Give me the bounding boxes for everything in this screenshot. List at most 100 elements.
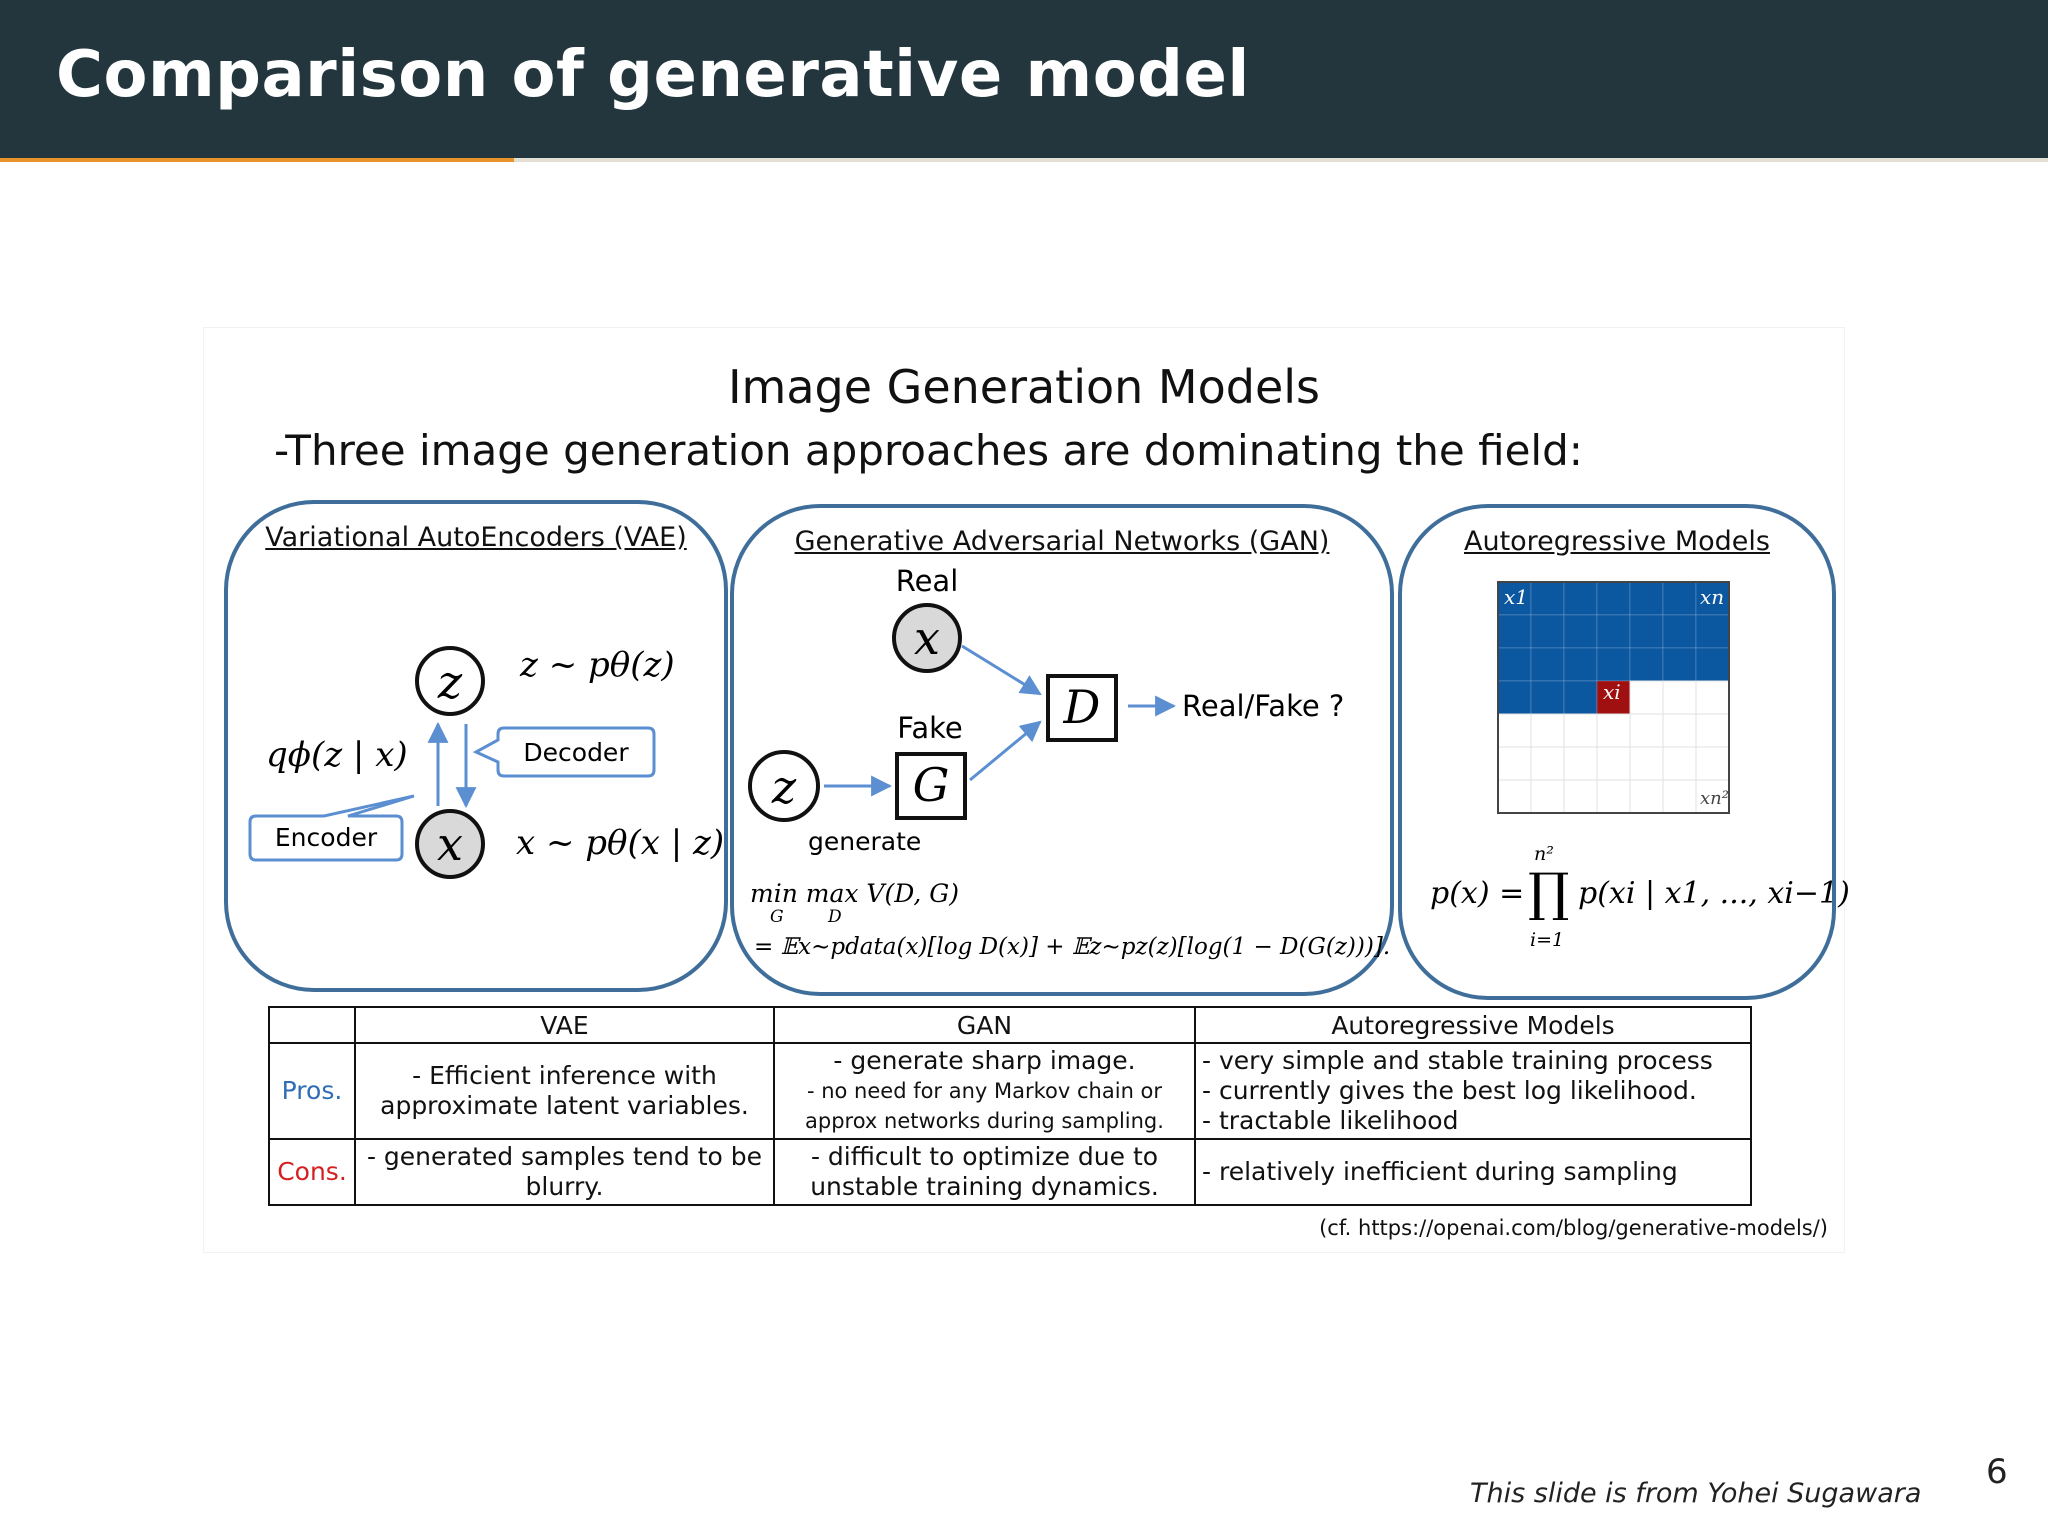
ar-formula-lhs: p(x) = (1430, 876, 1524, 911)
pixel-generated (1563, 680, 1598, 715)
pixel-generated (1596, 614, 1631, 649)
vae-z-node-label: z (437, 655, 463, 709)
pixel-label-xi: xi (1603, 680, 1621, 704)
pixel-generated (1629, 647, 1664, 682)
pixel-pending (1530, 713, 1565, 748)
pixel-pending (1596, 779, 1631, 814)
gan-objective-sub-g: G (770, 907, 784, 927)
header-divider (514, 158, 2048, 162)
pixel-current (1596, 680, 1631, 715)
gan-real-x-label: x (914, 611, 940, 665)
gan-generator-label: G (913, 758, 950, 812)
pixel-generated (1563, 614, 1598, 649)
gan-noise-z-label: z (771, 760, 797, 814)
pixel-pending (1497, 779, 1532, 814)
gan-panel: Generative Adversarial Networks (GAN) Re… (730, 504, 1394, 996)
pixel-generated (1662, 647, 1697, 682)
vae-diagram: z x z ~ pθ(z) x ~ pθ(x | z) qϕ(z | x) De… (248, 645, 724, 879)
pixel-label-x1: x1 (1504, 585, 1528, 609)
pixel-generated (1530, 581, 1565, 616)
gan-real-label: Real (896, 564, 959, 598)
table-header-gan: GAN (773, 1006, 1196, 1044)
gan-objective-line2: = 𝔼x∼pdata(x)[log D(x)] + 𝔼z∼pz(z)[log(1… (754, 934, 1390, 960)
cons-gan-cell: - difficult to optimize due to unstable … (773, 1138, 1196, 1206)
citation: (cf. https://openai.com/blog/generative-… (1319, 1216, 1828, 1240)
pixel-generated (1662, 581, 1697, 616)
pixel-pending (1695, 746, 1730, 781)
slide-credit: This slide is from Yohei Sugawara (1470, 1478, 1922, 1509)
autoregressive-panel: Autoregressive Models x1 xn xi xn² p(x) … (1398, 504, 1850, 1000)
pros-vae-line: approximate latent variables. (380, 1091, 749, 1120)
pixel-pending (1497, 746, 1532, 781)
table-row-cons: Cons. - generated samples tend to be blu… (268, 1138, 1752, 1206)
pros-gan-line: approx networks during sampling. (805, 1109, 1164, 1133)
table-header-vae: VAE (354, 1006, 775, 1044)
pixel-generated (1497, 680, 1532, 715)
pros-gan-line: - no need for any Markov chain or (806, 1079, 1163, 1103)
cons-gan-line: - difficult to optimize due to (810, 1142, 1159, 1171)
vae-z-node (415, 646, 485, 716)
gan-real-x-node (892, 603, 962, 673)
pixel-pending (1497, 713, 1532, 748)
pixel-pending (1629, 779, 1664, 814)
pixel-pending (1662, 779, 1697, 814)
pixel-generated (1497, 614, 1532, 649)
vae-x-node-label: x (437, 817, 463, 871)
cons-vae-line: blurry. (525, 1172, 604, 1201)
slide-header: Comparison of generative model (0, 0, 2048, 158)
vae-panel-title: Variational AutoEncoders (VAE) (265, 522, 687, 553)
pixel-generated (1530, 680, 1565, 715)
pixel-generated (1563, 581, 1598, 616)
pixel-pending (1662, 746, 1697, 781)
pixel-label-xn: xn (1700, 585, 1724, 609)
pixel-grid (1497, 581, 1730, 814)
gan-objective-line1: min max V(D, G) (750, 879, 959, 908)
pros-label: Pros. (268, 1042, 356, 1140)
table-header-corner (268, 1006, 356, 1044)
pros-ar-line: - very simple and stable training proces… (1202, 1046, 1713, 1075)
gan-x-to-d-arrow (961, 644, 1042, 696)
cons-label: Cons. (268, 1138, 356, 1206)
pixel-pending (1695, 713, 1730, 748)
pixel-pending (1629, 713, 1664, 748)
gan-diagram: Real x Fake z G D Real/Fake ? generate m… (748, 564, 1390, 960)
gan-output-label: Real/Fake ? (1182, 689, 1344, 723)
pros-gan-cell: - generate sharp image. - no need for an… (773, 1042, 1196, 1140)
gan-generator-box (895, 752, 967, 820)
autoregressive-diagram: x1 xn xi xn² p(x) = ∏ n² i=1 p(xi | x1, … (1430, 581, 1850, 951)
table-header-autoregressive: Autoregressive Models (1194, 1006, 1752, 1044)
figure-image-generation-models: Image Generation Models -Three image gen… (204, 328, 1850, 1252)
pixel-label-xn2: xn² (1700, 788, 1729, 809)
pixel-pending (1563, 713, 1598, 748)
figure-subtitle: -Three image generation approaches are d… (274, 426, 1583, 475)
pixel-generated (1596, 581, 1631, 616)
ar-formula-upper: n² (1534, 843, 1554, 865)
pros-vae-cell: - Efficient inference with approximate l… (354, 1042, 775, 1140)
pixel-pending (1530, 746, 1565, 781)
cons-vae-cell: - generated samples tend to be blurry. (354, 1138, 775, 1206)
pixel-generated (1629, 581, 1664, 616)
pixel-generated (1530, 647, 1565, 682)
pixel-pending (1629, 680, 1664, 715)
pros-ar-line: - currently gives the best log likelihoo… (1202, 1076, 1697, 1105)
ar-formula-rhs: p(xi | x1, ..., xi−1) (1578, 876, 1850, 911)
comparison-table: VAE GAN Autoregressive Models Pros. - Ef… (268, 1006, 1752, 1206)
pixel-generated (1662, 614, 1697, 649)
pixel-pending (1695, 680, 1730, 715)
header-accent-bar (0, 158, 514, 162)
decoder-callout (472, 726, 656, 778)
autoregressive-panel-title: Autoregressive Models (1463, 526, 1770, 557)
pros-ar-cell: - very simple and stable training proces… (1194, 1042, 1752, 1140)
table-header-row: VAE GAN Autoregressive Models (268, 1006, 1752, 1044)
pixel-generated (1596, 647, 1631, 682)
encoder-callout (248, 794, 415, 862)
pixel-generated (1497, 647, 1532, 682)
vae-prior-formula: z ~ pθ(z) (519, 645, 675, 685)
page-number: 6 (1986, 1452, 2008, 1492)
cons-ar-line: - relatively inefficient during sampling (1202, 1157, 1678, 1186)
pixel-generated (1629, 614, 1664, 649)
figure-title: Image Generation Models (727, 360, 1320, 414)
pixel-pending (1662, 713, 1697, 748)
pixel-pending (1563, 779, 1598, 814)
pixel-pending (1563, 746, 1598, 781)
